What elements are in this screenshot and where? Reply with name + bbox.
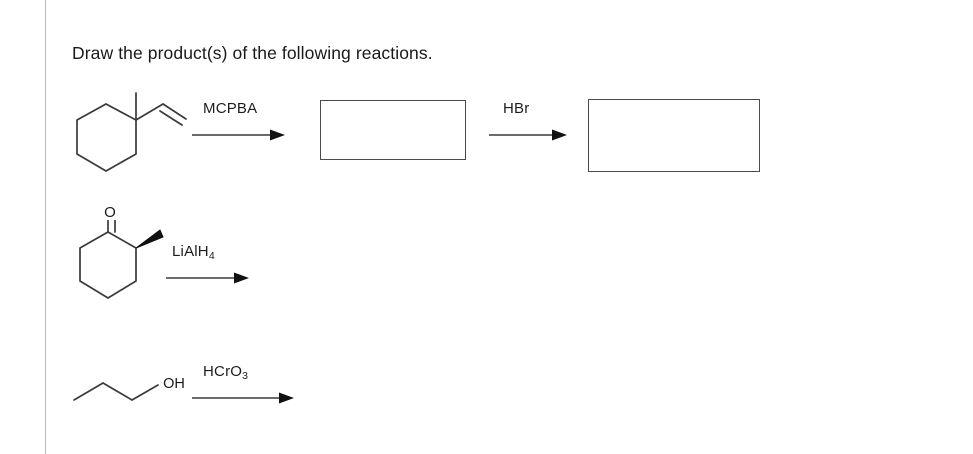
answer-box-2[interactable] [588, 99, 760, 172]
reagent-text-hcro: HCrO [203, 363, 243, 380]
structure-2-methylcyclohexanone: O O [72, 204, 177, 312]
reaction-arrow-4 [192, 390, 296, 406]
reaction-arrow-2 [489, 127, 569, 143]
reagent-sub-lialh: 4 [208, 249, 215, 262]
reagent-label-lialh4: LiAlH4 [172, 243, 215, 262]
reagent-label-hbr: HBr [503, 100, 529, 117]
reaction-arrow-3 [166, 270, 251, 286]
reagent-text-mcpba: MCPBA [203, 100, 258, 117]
structure-1-methyl-1-vinylcyclohexane [60, 88, 190, 180]
atom-label-hydroxyl: OH [163, 376, 185, 392]
reagent-label-hcro3: HCrO3 [203, 363, 248, 382]
reagent-sub-hcro: 3 [242, 369, 248, 382]
reaction-arrow-1 [192, 127, 287, 143]
reagent-text-lialh: LiAlH [172, 243, 209, 260]
page-title: Draw the product(s) of the following rea… [72, 43, 433, 63]
reagent-text-hbr: HBr [503, 100, 530, 117]
structure-propan-1-ol: OH [70, 368, 185, 410]
reagent-label-mcpba: MCPBA [203, 100, 257, 117]
answer-box-1[interactable] [320, 100, 466, 160]
atom-label-oxygen-2: O [104, 206, 116, 221]
page-left-divider [45, 0, 46, 454]
